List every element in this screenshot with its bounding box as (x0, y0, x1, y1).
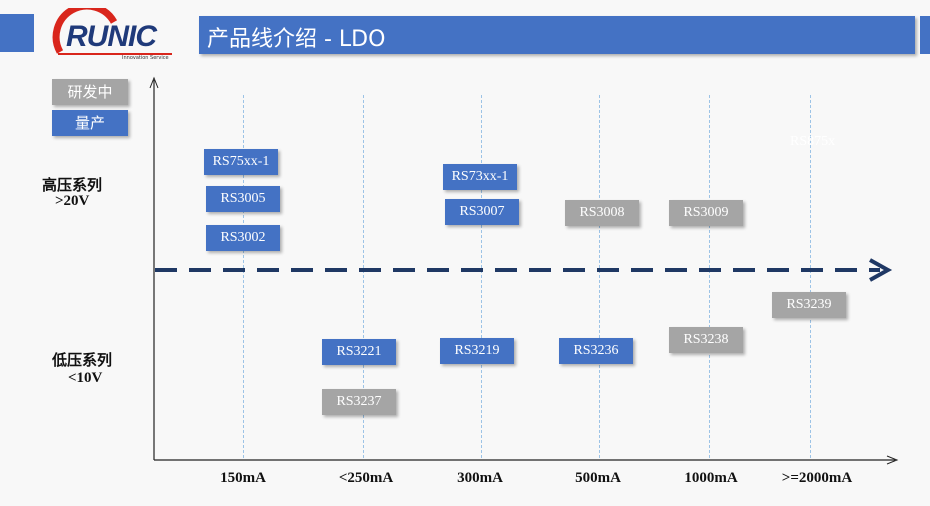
label-high-voltage: 高压系列 (42, 176, 103, 194)
product-box: RS3219 (440, 338, 514, 364)
gridline (481, 95, 482, 458)
product-box: RS3239 (772, 292, 846, 318)
legend-developing: 研发中 (52, 79, 128, 105)
legend-production: 量产 (52, 110, 128, 136)
product-box: RS3007 (445, 199, 519, 225)
gridline (599, 95, 600, 458)
product-box: RS75xx-1 (204, 149, 278, 175)
left-tab (0, 14, 34, 52)
label-low-voltage-sub: <10V (68, 370, 103, 386)
product-box: RS3008 (565, 200, 639, 226)
product-box: RS3009 (669, 200, 743, 226)
product-box: RS3005 (206, 186, 280, 212)
x-label: 1000mA (684, 470, 738, 486)
x-label: <250mA (338, 470, 394, 486)
page-title: 产品线介绍 - LDO (207, 27, 386, 52)
product-box: RS3237 (322, 389, 396, 415)
x-label: 300mA (457, 470, 503, 486)
gridline (709, 95, 710, 458)
right-tab (920, 16, 930, 54)
x-label: >=2000mA (781, 470, 853, 486)
label-high-voltage-sub: >20V (55, 193, 90, 209)
product-box: RS3221 (322, 339, 396, 365)
product-box: RS3002 (206, 225, 280, 251)
gridline (243, 95, 244, 458)
label-low-voltage: 低压系列 (52, 351, 113, 369)
gridline (363, 95, 364, 458)
product-box: RS3236 (559, 338, 633, 364)
x-label: 500mA (575, 470, 621, 486)
product-box: RS73xx-1 (443, 164, 517, 190)
gridline (810, 95, 811, 458)
faint-label: RS875x (790, 134, 836, 149)
page-title-bar: 产品线介绍 - LDO (199, 16, 915, 54)
logo: RUNIC Innovation Service (52, 2, 177, 61)
x-label: 150mA (220, 470, 266, 486)
product-box: RS3238 (669, 327, 743, 353)
